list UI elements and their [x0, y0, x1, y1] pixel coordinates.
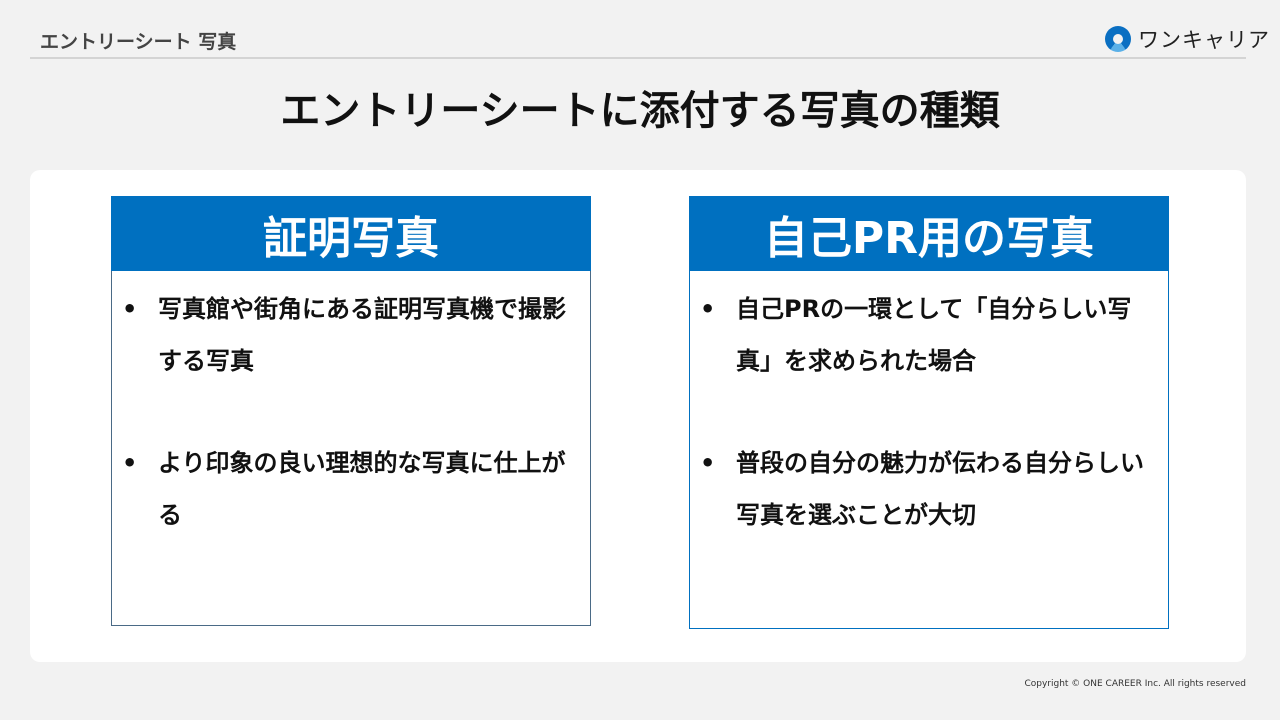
card-pr-photo: 自己PR用の写真 自己PRの一環として「自分らしい写真」を求められた場合 普段の…: [689, 196, 1169, 629]
logo-text: ワンキャリア: [1138, 28, 1270, 52]
logo: ワンキャリア: [1105, 24, 1270, 54]
logo-icon: [1105, 26, 1131, 52]
copyright: Copyright © ONE CAREER Inc. All rights r…: [1024, 679, 1246, 689]
page-title: エントリーシートに添付する写真の種類: [280, 88, 1000, 134]
bullet-item: 写真館や街角にある証明写真機で撮影する写真: [112, 283, 590, 387]
bullet-item: 自己PRの一環として「自分らしい写真」を求められた場合: [690, 283, 1168, 387]
card-heading: 証明写真: [111, 196, 591, 271]
bullet-list: 写真館や街角にある証明写真機で撮影する写真 より印象の良い理想的な写真に仕上がる: [112, 283, 590, 541]
bullet-item: 普段の自分の魅力が伝わる自分らしい写真を選ぶことが大切: [690, 437, 1168, 541]
bullet-list: 自己PRの一環として「自分らしい写真」を求められた場合 普段の自分の魅力が伝わる…: [690, 283, 1168, 541]
card-heading: 自己PR用の写真: [689, 196, 1169, 271]
header-divider: [30, 57, 1246, 59]
card-id-photo: 証明写真 写真館や街角にある証明写真機で撮影する写真 より印象の良い理想的な写真…: [111, 196, 591, 626]
section-label: エントリーシート 写真: [40, 31, 237, 53]
bullet-item: より印象の良い理想的な写真に仕上がる: [112, 437, 590, 541]
